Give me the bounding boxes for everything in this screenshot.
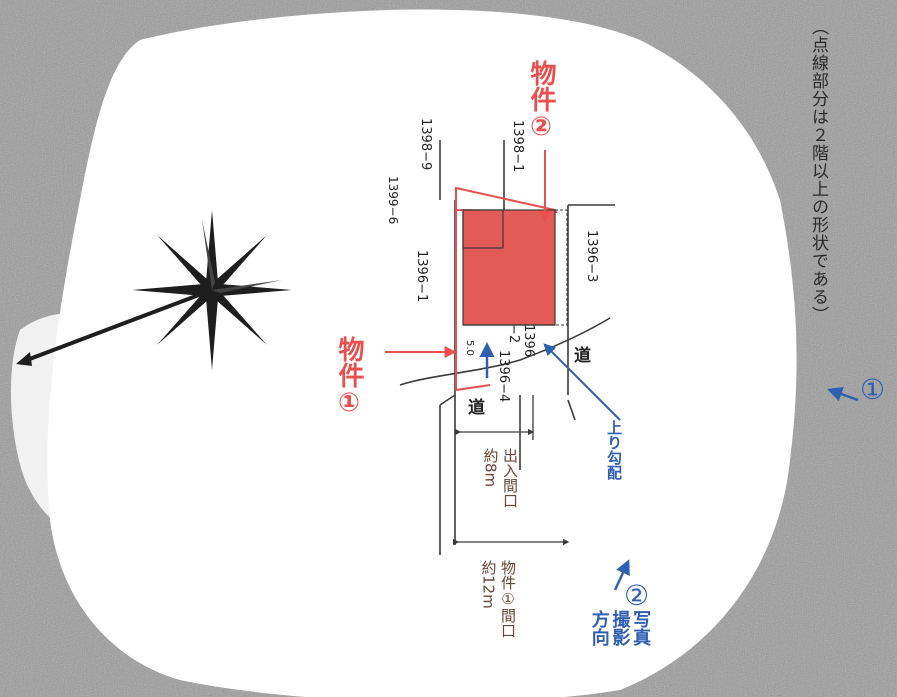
photo-marker-2: ② xyxy=(624,579,650,612)
property2-label: 物件② xyxy=(526,60,556,142)
road-label-2: 道 xyxy=(570,346,590,363)
compass-star-icon xyxy=(16,210,292,370)
property1-label: 物件① xyxy=(334,336,364,418)
property1-building xyxy=(462,209,556,326)
photo-arrow-1 xyxy=(827,386,859,402)
entrance-width-label: 出入間口 約8m xyxy=(481,448,520,508)
cleared-area xyxy=(47,9,797,697)
slope-label: 上り勾配 xyxy=(605,420,623,480)
property2-outline xyxy=(455,186,558,214)
photo-arrow-2 xyxy=(613,559,630,591)
cleared-area-left xyxy=(10,313,180,541)
photo-marker-1: ① xyxy=(860,373,886,406)
lot-1399-6-label: 1399−6 xyxy=(386,176,400,225)
road-width-label: 5.0 xyxy=(464,340,475,356)
road-label: 道 xyxy=(464,398,484,415)
upper-floor-outline xyxy=(462,209,504,249)
dashed-upper-outline xyxy=(554,209,568,326)
lot-1396-1-label: 1396−1 xyxy=(414,250,429,303)
slope-pointer xyxy=(543,343,621,421)
lot-1396-4-label: 1396−4 xyxy=(496,350,511,403)
dimension-lines xyxy=(452,395,570,546)
note-label: （点線部分は２階以上の形状である） xyxy=(808,18,828,324)
lot-1398-9-label: 1398−9 xyxy=(418,118,433,171)
lot-1396-2-label: 1396 −2 xyxy=(506,324,536,358)
lot-1398-1-label: 1398−1 xyxy=(510,120,525,173)
frontage-width-label: 物件①間口 約12m xyxy=(479,560,518,638)
lot-1396-3-label: 1396−3 xyxy=(584,230,599,283)
photo-direction-label: 写真 撮影 方向 xyxy=(588,610,652,646)
